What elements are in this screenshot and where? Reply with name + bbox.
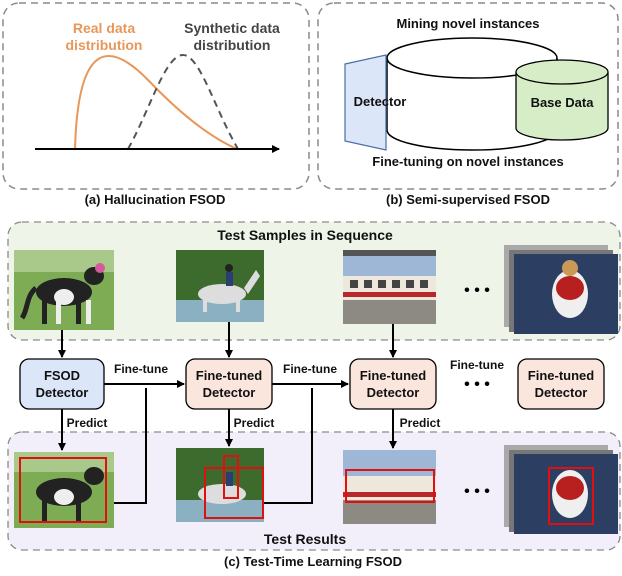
- real-data-label-line1: Real data: [73, 20, 135, 36]
- synthetic-data-curve: [127, 53, 239, 150]
- caption-a: (a) Hallucination FSOD: [85, 192, 226, 207]
- panel-b-border: [317, 2, 619, 190]
- fsod-detector-line2: Detector: [36, 385, 89, 400]
- base-data-label: Base Data: [531, 95, 595, 110]
- finetuned-detector-1-line1: Fine-tuned: [196, 368, 262, 383]
- horse-rider-result-image: [176, 448, 264, 522]
- fsod-detector-box: [19, 358, 105, 410]
- horse-rider-image: [176, 250, 264, 322]
- cat-result-image: [504, 445, 618, 534]
- caption-b: (b) Semi-supervised FSOD: [386, 192, 550, 207]
- finetuned-detector-1-line2: Detector: [203, 385, 256, 400]
- dog-bbox: [19, 457, 107, 523]
- caption-c: (c) Test-Time Learning FSOD: [224, 554, 402, 569]
- fine-tune-label-2: Fine-tune: [283, 362, 337, 376]
- dog-result-image: [14, 452, 114, 528]
- finetuned-detector-box-2: [349, 358, 437, 410]
- cat-bbox: [548, 467, 594, 525]
- flow-arrows: [58, 322, 397, 504]
- panel-b: Mining novel instances Fine-tuning on no…: [317, 2, 619, 207]
- mining-novel-instances-label: Mining novel instances: [396, 16, 539, 31]
- finetuned-detector-box-1: [185, 358, 273, 410]
- rider-bbox: [223, 455, 239, 499]
- dog-image: [14, 250, 114, 330]
- fine-tune-label-1: Fine-tune: [114, 362, 168, 376]
- predict-label-3: Predict: [400, 416, 441, 430]
- test-results-title: Test Results: [264, 531, 346, 547]
- cat-image: [504, 245, 618, 334]
- predict-label-1: Predict: [67, 416, 108, 430]
- train-image: [343, 250, 436, 324]
- finetuned-detector-3-line1: Fine-tuned: [528, 368, 594, 383]
- finetuned-detector-3-line2: Detector: [535, 385, 588, 400]
- panel-a: Real data distribution Synthetic data di…: [2, 2, 310, 207]
- test-samples-title: Test Samples in Sequence: [217, 227, 393, 243]
- panel-c: Test Samples in Sequence Test Results: [7, 221, 621, 569]
- predict-label-2: Predict: [234, 416, 275, 430]
- train-bbox: [345, 469, 435, 503]
- detector-shape: [344, 54, 387, 151]
- train-result-image: [343, 450, 436, 524]
- fine-tune-label-3: Fine-tune: [450, 358, 504, 372]
- samples-ellipsis: • • •: [464, 282, 490, 299]
- horse-bbox: [204, 467, 264, 519]
- finetuned-detector-box-3: [517, 358, 605, 410]
- base-data-cylinder-body: [515, 72, 609, 141]
- results-ellipsis: • • •: [464, 483, 490, 500]
- synthetic-data-label-line2: distribution: [194, 37, 271, 53]
- fsod-detector-line1: FSOD: [44, 368, 80, 383]
- detector-label: Detector: [354, 94, 407, 109]
- synthetic-data-label-line1: Synthetic data: [184, 20, 280, 36]
- test-samples-band: [7, 221, 621, 341]
- fine-tuning-novel-instances-label: Fine-tuning on novel instances: [372, 154, 563, 169]
- base-data-cylinder-top: [515, 59, 609, 85]
- real-data-label-line2: distribution: [66, 37, 143, 53]
- finetuned-detector-2-line2: Detector: [367, 385, 420, 400]
- test-results-band: [7, 431, 621, 551]
- panel-a-border: [2, 2, 310, 190]
- detector-ellipsis: • • •: [464, 376, 490, 393]
- finetuned-detector-2-line1: Fine-tuned: [360, 368, 426, 383]
- real-data-curve: [74, 55, 238, 150]
